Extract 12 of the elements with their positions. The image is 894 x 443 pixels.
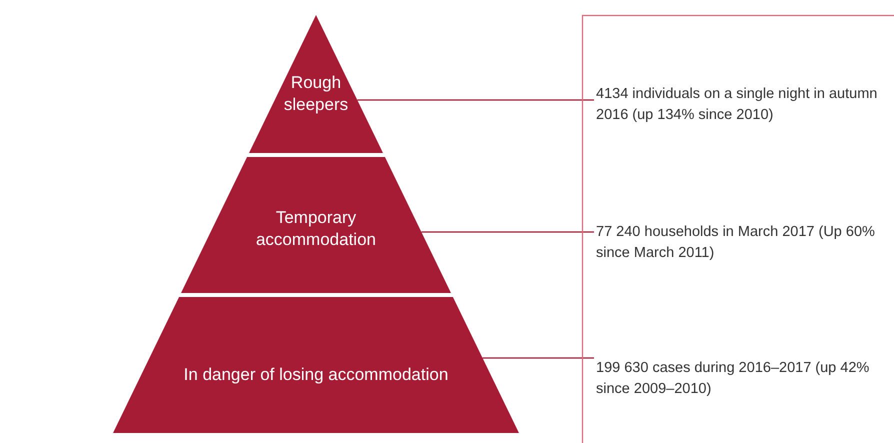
leader-line xyxy=(482,357,594,359)
tier-label: In danger of losing accommodation xyxy=(182,364,450,386)
statistic-note: 4134 individuals on a single night in autumn 2016 (up 134% since 2010) xyxy=(596,85,878,125)
pyramid-tier xyxy=(248,15,383,153)
statistic-note: 199 630 cases during 2016–2017 (up 42% since 2009–2010) xyxy=(596,359,870,399)
pyramid-tier xyxy=(113,297,519,433)
leader-line xyxy=(421,231,594,233)
leader-line xyxy=(357,99,594,101)
pyramid-tier xyxy=(181,157,451,293)
tier-label: Temporary accommodation xyxy=(254,207,377,251)
tier-label: Rough sleepers xyxy=(282,72,350,116)
statistic-note: 77 240 households in March 2017 (Up 60% since March 2011) xyxy=(596,223,876,263)
